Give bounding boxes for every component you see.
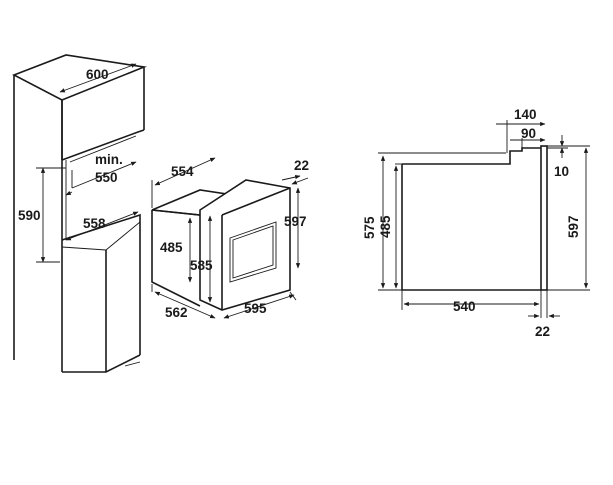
label-niche-width: 600 — [86, 67, 109, 82]
dim-oven-depth — [151, 157, 216, 208]
label-niche-min-depth: 550 — [95, 170, 118, 185]
label-body-height-front: 585 — [190, 258, 213, 273]
label-niche-min: min. — [95, 152, 123, 167]
label-front-width: 595 — [244, 301, 267, 316]
dim-body-width-bottom — [151, 284, 216, 319]
dim-niche-height — [36, 167, 66, 263]
dim-front-width — [223, 291, 297, 319]
label-body-height: 485 — [378, 215, 393, 238]
dim-niche-width — [59, 63, 137, 93]
oven-side-view — [378, 120, 590, 318]
label-body-depth: 540 — [453, 299, 476, 314]
label-total-height: 575 — [362, 216, 377, 239]
label-offset-10: 10 — [554, 164, 569, 179]
label-oven-depth: 554 — [171, 164, 194, 179]
label-front-height-side: 597 — [566, 215, 581, 238]
label-step-140: 140 — [514, 107, 537, 122]
label-niche-height: 590 — [18, 208, 41, 223]
label-body-height-rear: 485 — [160, 240, 183, 255]
label-front-thickness: 22 — [294, 158, 309, 173]
dim-niche-inner-width — [65, 211, 139, 241]
dim-niche-min-depth — [65, 161, 137, 196]
label-front-thickness-side: 22 — [535, 324, 550, 339]
label-niche-inner-width: 558 — [83, 216, 106, 231]
label-body-width-bottom: 562 — [165, 305, 188, 320]
label-step-90: 90 — [521, 126, 536, 141]
label-front-height: 597 — [284, 214, 307, 229]
dim-offset-10 — [547, 135, 568, 158]
dim-front-thickness — [281, 174, 309, 185]
